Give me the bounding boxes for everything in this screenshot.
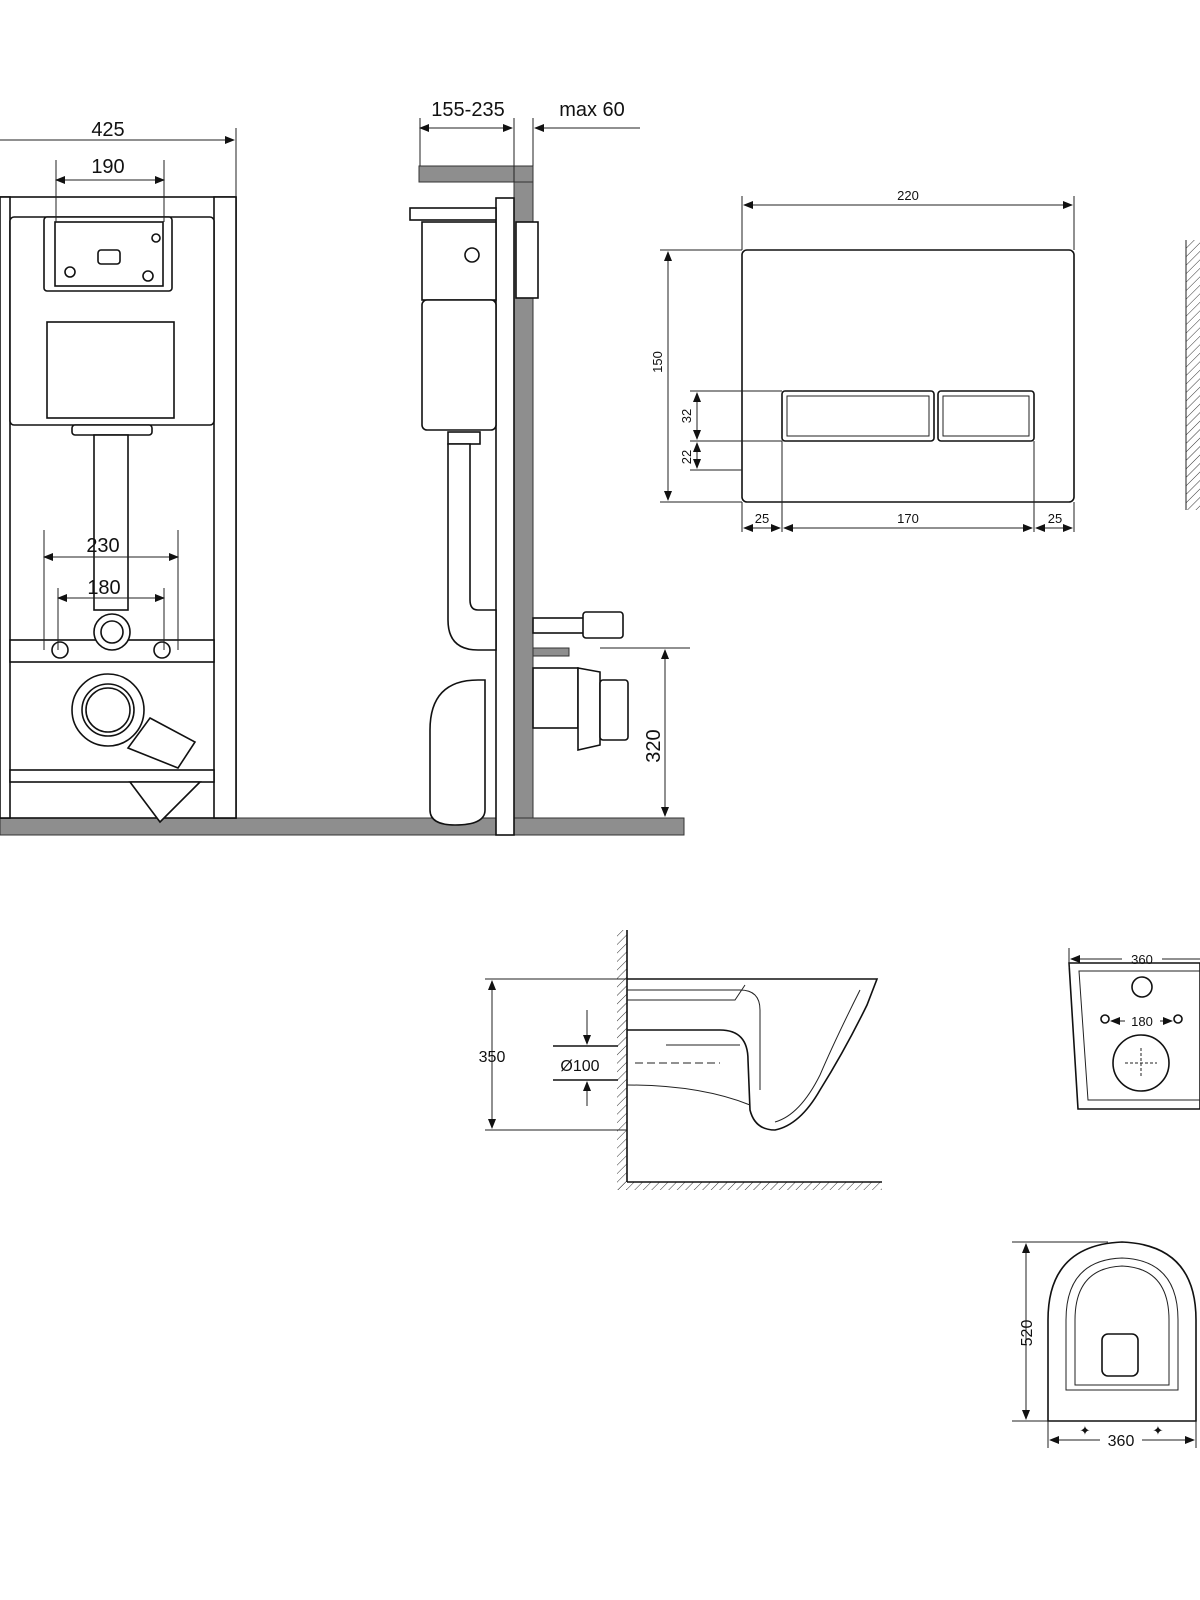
flush-button-large <box>937 390 1035 442</box>
dim-label-180-back: 180 <box>1131 1014 1153 1029</box>
dim-label-425: 425 <box>91 119 124 141</box>
dim-label-220: 220 <box>897 188 919 203</box>
dim-label-150: 150 <box>650 351 665 373</box>
dim-label-22: 22 <box>679 450 694 464</box>
dim-label-max60: max 60 <box>559 99 625 121</box>
frame-side-view <box>409 165 629 836</box>
dim-label-25-left: 25 <box>755 511 769 526</box>
dim-label-190: 190 <box>91 156 124 178</box>
bowl-side-view <box>617 930 882 1190</box>
bowl-back-view <box>1068 962 1200 1110</box>
dim-label-155-235: 155-235 <box>431 99 504 121</box>
dim-label-350: 350 <box>479 1049 506 1066</box>
flush-plate <box>741 249 1075 503</box>
dim-label-180: 180 <box>87 577 120 599</box>
svg-text:✦: ✦ <box>1080 1423 1091 1438</box>
svg-text:✦: ✦ <box>1153 1423 1164 1438</box>
dim-label-520: 520 <box>1019 1320 1036 1347</box>
dim-label-360-top: 360 <box>1108 1433 1135 1450</box>
dim-label-230: 230 <box>86 535 119 557</box>
bowl-top-view: ✦ ✦ <box>1047 1241 1197 1438</box>
dim-label-32: 32 <box>679 409 694 423</box>
dim-label-360-back: 360 <box>1131 952 1153 967</box>
frame-front-view <box>0 196 237 824</box>
dim-label-170: 170 <box>897 511 919 526</box>
flush-button-small <box>781 390 935 442</box>
dim-label-320: 320 <box>643 729 665 762</box>
dim-label-diameter-100: Ø100 <box>560 1058 599 1075</box>
floor <box>0 817 685 836</box>
dim-label-25-right: 25 <box>1048 511 1062 526</box>
hatched-wall-partial <box>1186 240 1200 510</box>
